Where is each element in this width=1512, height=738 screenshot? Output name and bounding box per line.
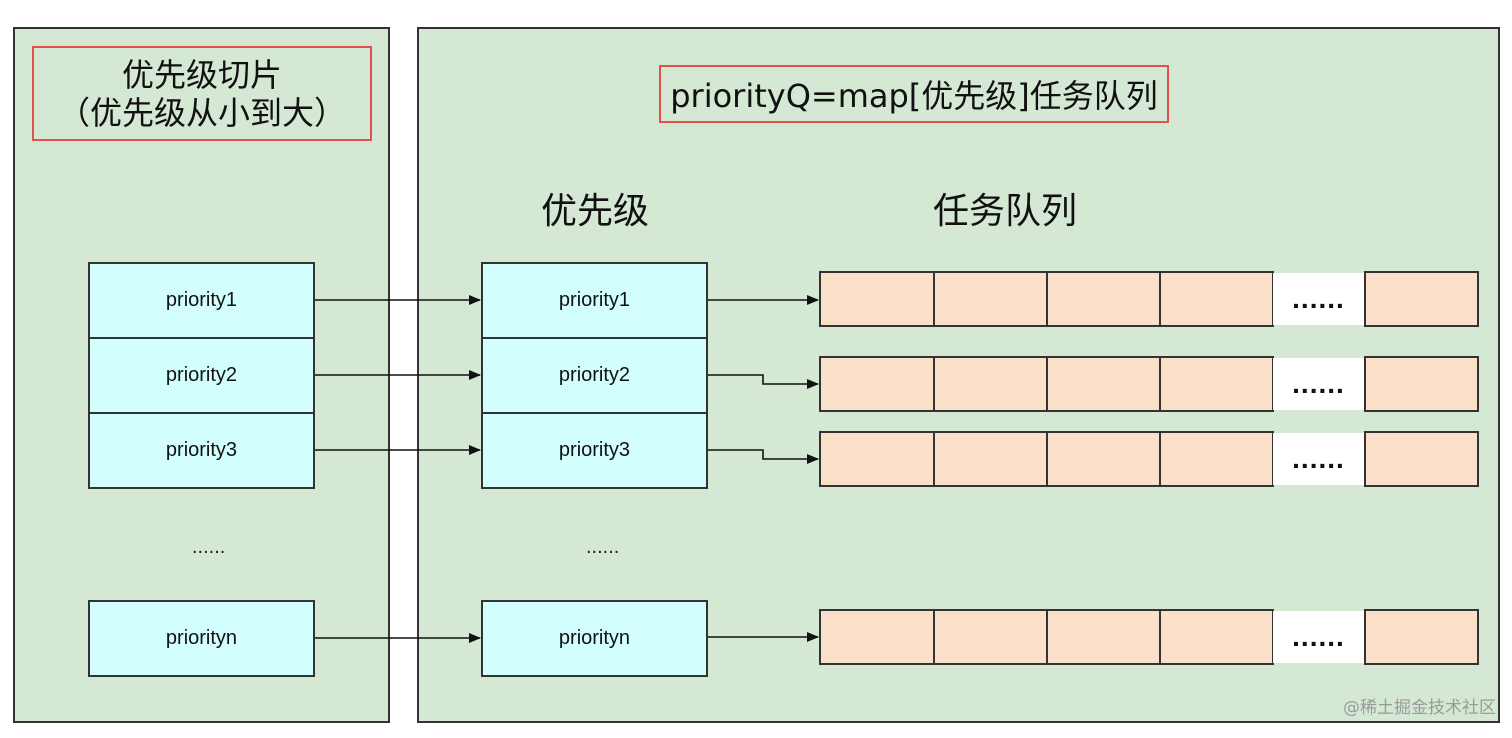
queue-cell (933, 356, 1048, 412)
queue-cell (1159, 356, 1274, 412)
priority-column-heading: 优先级 (540, 191, 649, 232)
map-title: priorityQ=map[优先级]任务队列 (670, 77, 1158, 115)
queue-cell (933, 271, 1048, 327)
watermark: @稀土掘金技术社区 (1343, 698, 1496, 718)
slice-title-box: 优先级切片 （优先级从小到大） (32, 46, 372, 141)
slice-cell-priority3: priority3 (88, 412, 315, 489)
queue-cell (1046, 356, 1161, 412)
slice-cell-priority2: priority2 (88, 337, 315, 414)
queue-cell-last (1364, 609, 1479, 665)
slice-title-line1: 优先级切片 (121, 55, 282, 94)
queue-cell (819, 356, 935, 412)
queue-cell-last (1364, 431, 1479, 487)
queue-cell (1159, 609, 1274, 665)
arrow-key-to-queue-2 (708, 374, 819, 389)
queue-ellipsis: ...... (1273, 358, 1364, 410)
queue-cell (819, 431, 935, 487)
queue-ellipsis: ...... (1273, 273, 1364, 325)
queue-cell (819, 271, 935, 327)
queue-cell (1046, 431, 1161, 487)
map-key-priority3: priority3 (481, 412, 708, 489)
queue-cell (933, 609, 1048, 665)
queue-cell (819, 609, 935, 665)
queue-ellipsis: ...... (1273, 433, 1364, 485)
map-key-priority2: priority2 (481, 337, 708, 414)
slice-ellipsis: ...... (192, 536, 226, 558)
slice-cell-priorityn: priorityn (88, 600, 315, 677)
map-title-box: priorityQ=map[优先级]任务队列 (659, 65, 1169, 123)
map-key-ellipsis: ...... (586, 536, 620, 558)
arrow-key-to-queue-3 (708, 449, 819, 464)
slice-title-line2: （优先级从小到大） (57, 93, 346, 132)
queue-cell-last (1364, 356, 1479, 412)
queue-cell (1159, 271, 1274, 327)
map-key-priority1: priority1 (481, 262, 708, 339)
queue-column-heading: 任务队列 (932, 191, 1077, 232)
map-key-priorityn: priorityn (481, 600, 708, 677)
queue-cell-last (1364, 271, 1479, 327)
queue-ellipsis: ...... (1273, 611, 1364, 663)
